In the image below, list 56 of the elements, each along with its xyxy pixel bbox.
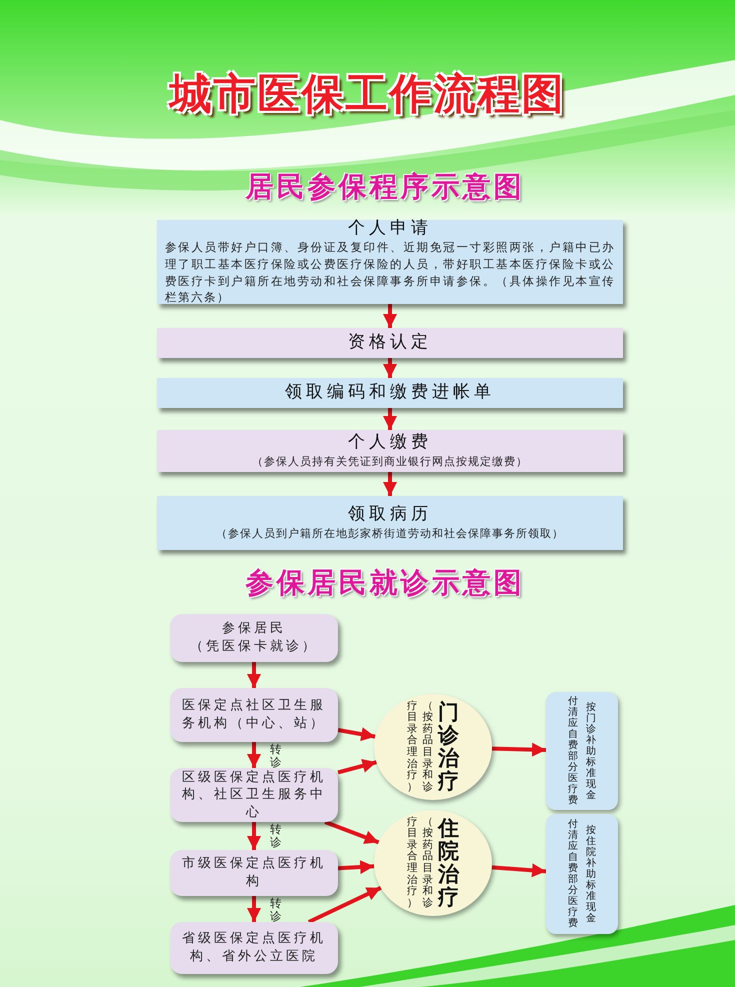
institution-box <box>170 614 338 662</box>
edge-label: 转诊 <box>270 823 282 848</box>
arrow <box>308 886 382 924</box>
node-text: 区级医保定点医疗机构、社区卫生服务中心 <box>181 768 327 822</box>
step-box <box>157 220 623 304</box>
step-description: （参保人员到户籍所在地彭家桥街道劳动和社会保障事务所领取） <box>216 526 564 542</box>
step-title: 个人缴费 <box>348 432 432 454</box>
payment-text: 付清应自费部分医疗费 <box>568 696 578 806</box>
node-text: 市级医保定点医疗机构 <box>181 855 327 891</box>
step-title: 资格认定 <box>348 332 432 354</box>
node-text: 医保定点社区卫生服务机构（中心、站） <box>181 697 327 733</box>
treatment-ellipse <box>374 810 492 916</box>
treatment-title: 住院治疗 <box>438 816 459 910</box>
arrow <box>338 727 376 742</box>
institution-box <box>170 850 338 896</box>
institution-box <box>170 688 338 742</box>
payment-box <box>546 692 618 810</box>
node-text: 参保居民 <box>222 620 286 638</box>
edge-label: 转诊 <box>270 897 282 922</box>
treatment-title: 门诊治疗 <box>438 700 459 794</box>
arrow <box>247 822 261 850</box>
step-box <box>157 378 623 408</box>
step-box <box>157 328 623 358</box>
payment-text: 按门诊补助标准现金 <box>586 702 596 800</box>
treatment-note: （按药品目录和诊 <box>422 700 433 794</box>
arrow <box>247 662 261 688</box>
arrow <box>383 408 397 430</box>
arrow <box>338 860 374 874</box>
arrow <box>383 358 397 378</box>
section-heading: 居民参保程序示意图 <box>244 169 526 205</box>
step-description: （参保人员持有关凭证到商业银行网点按规定缴费） <box>252 454 528 470</box>
arrow <box>383 472 397 496</box>
arrow <box>492 742 546 757</box>
institution-box <box>170 922 338 974</box>
payment-text: 付清应自费部分医疗费 <box>568 819 578 929</box>
arrow <box>247 742 261 768</box>
section-heading: 参保居民就诊示意图 <box>244 565 526 601</box>
step-box <box>157 430 623 472</box>
step-title: 个人申请 <box>348 218 432 240</box>
payment-text: 按住院补助标准现金 <box>586 824 596 924</box>
arrow <box>383 304 397 328</box>
arrow <box>247 896 261 922</box>
node-text: （凭医保卡就诊） <box>190 638 318 656</box>
node-text: 省级医保定点医疗机构、省外公立医院 <box>181 930 327 966</box>
arrow <box>492 863 546 878</box>
step-description: 参保人员带好户口簿、身份证及复印件、近期免冠一寸彩照两张，户籍中已办理了职工基本医疗保险或公费医疗保险的人员，带好职工基本医疗保险卡或公费医疗卡到户籍所在地劳动和社会保障事务所申请参保。（具体操作见本宣传栏第六条） <box>165 239 615 306</box>
step-title: 领取病历 <box>348 504 432 526</box>
payment-box <box>546 814 618 934</box>
treatment-note: 疗目录合理治疗） <box>407 816 418 910</box>
treatment-note: （按药品目录和诊 <box>422 816 433 910</box>
arrow <box>337 759 377 774</box>
treatment-note: 疗目录合理治疗） <box>407 700 418 794</box>
edge-label: 转诊 <box>270 743 282 768</box>
step-box <box>157 496 623 550</box>
arrow <box>324 820 380 844</box>
step-title: 领取编码和缴费进帐单 <box>285 382 495 404</box>
